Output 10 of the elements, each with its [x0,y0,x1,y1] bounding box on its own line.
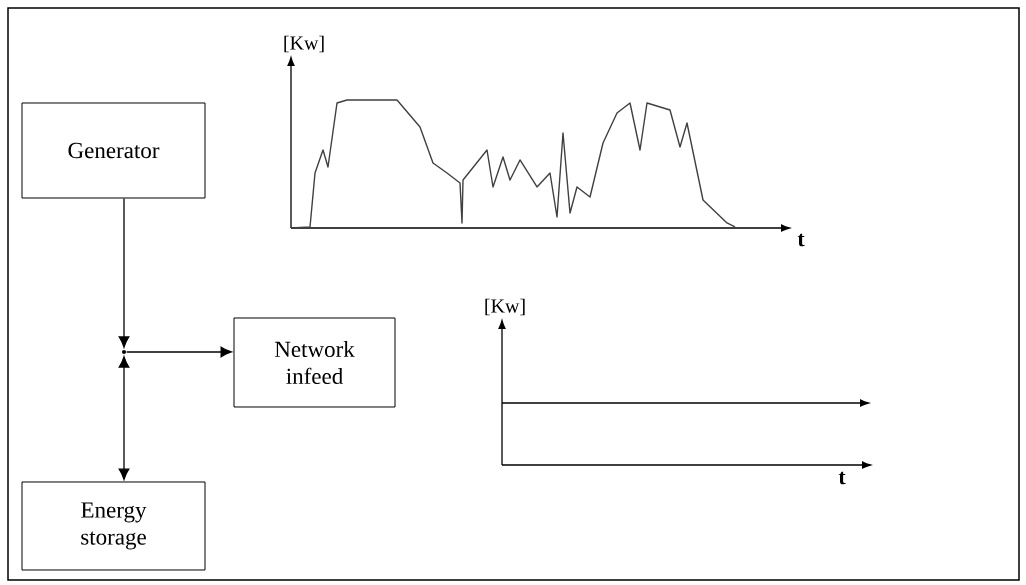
process-box: Network infeed [233,317,396,408]
axis-label: t [838,471,846,485]
arrow [126,346,232,358]
arrow [118,197,130,348]
process-box: Energy storage [21,481,206,571]
process-box: Generator [21,102,206,199]
axis-label: t [797,233,805,247]
axis-label: [Kw] [284,35,324,53]
arrow [118,356,130,480]
axis-label: [Kw] [485,298,525,316]
